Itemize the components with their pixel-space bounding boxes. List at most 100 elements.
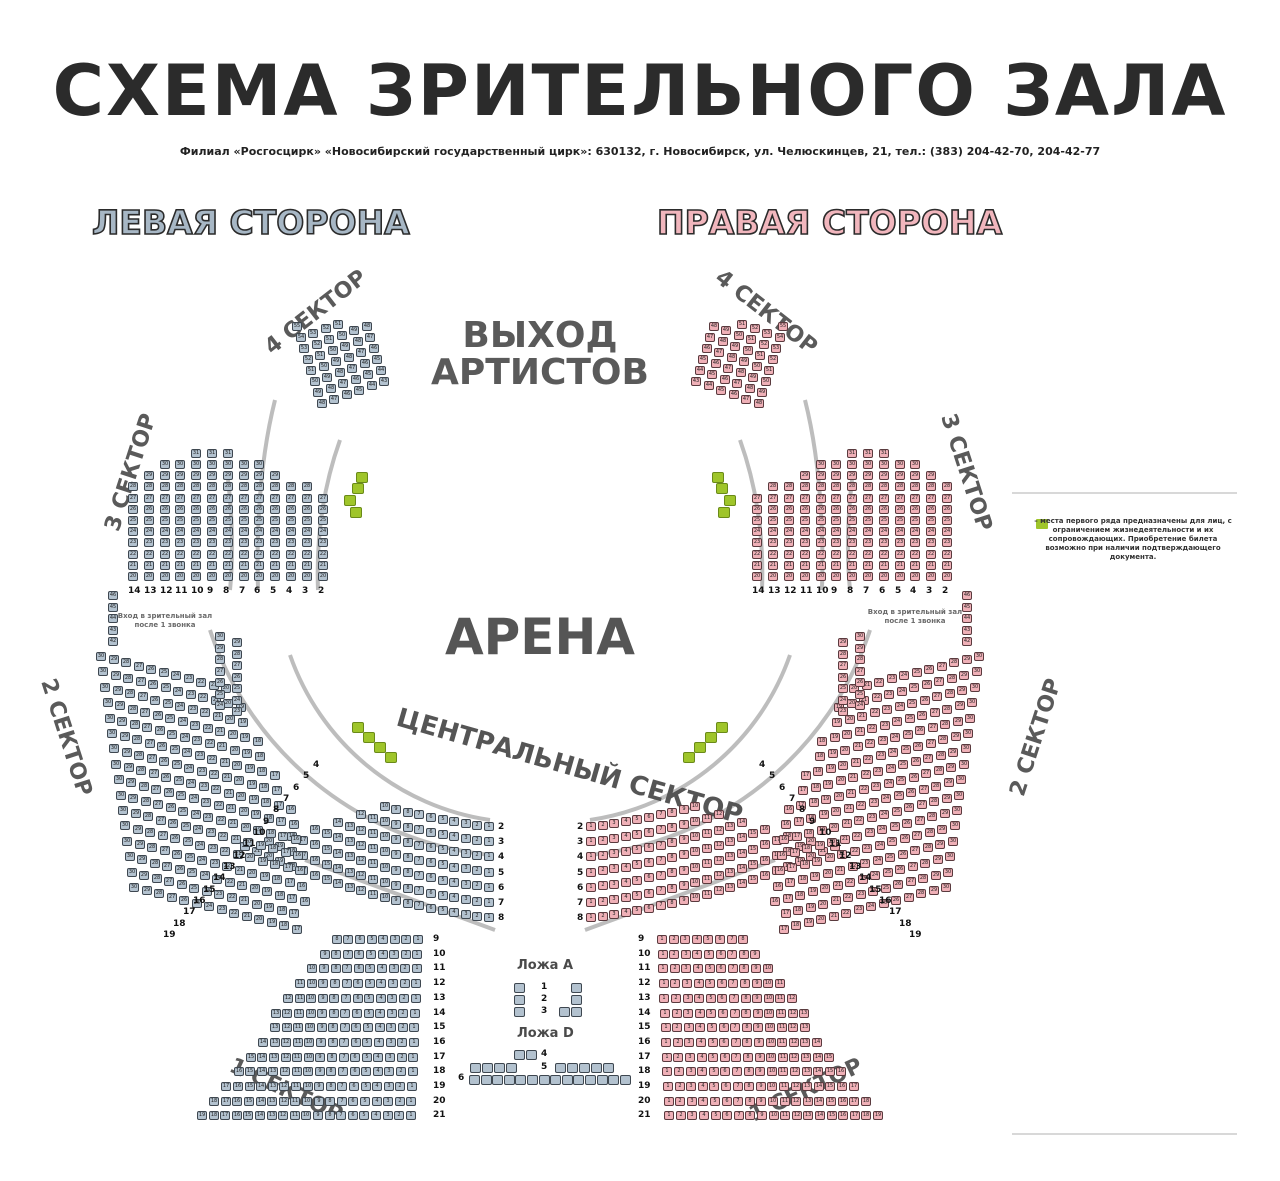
sector1-seat-right[interactable]: 1 <box>662 1067 672 1076</box>
sector1-seat-left[interactable]: 11 <box>292 1067 302 1076</box>
central-seat-right[interactable]: 2 <box>598 821 608 830</box>
sector1-seat-left[interactable]: 1 <box>408 1067 418 1076</box>
sector1-seat-right[interactable]: 14 <box>814 1097 824 1106</box>
sector1-seat-right[interactable]: 7 <box>732 1067 742 1076</box>
sector1-seat-right[interactable]: 7 <box>731 1053 741 1062</box>
central-seat-left[interactable]: 8 <box>403 823 413 832</box>
central-seat-right[interactable]: 3 <box>609 864 619 873</box>
central-seat-right[interactable]: 10 <box>690 802 700 811</box>
central-seat-right[interactable]: 2 <box>598 866 608 875</box>
sector1-seat-right[interactable]: 15 <box>824 1053 834 1062</box>
central-seat-right[interactable]: 3 <box>609 849 619 858</box>
sector1-seat-left[interactable]: 10 <box>306 1009 316 1018</box>
central-seat-left[interactable]: 3 <box>461 834 471 843</box>
central-seat-right[interactable]: 4 <box>621 893 631 902</box>
sector1-seat-right[interactable]: 3 <box>685 1053 695 1062</box>
sector1-seat-right[interactable]: 11 <box>775 994 785 1003</box>
sector1-seat-right[interactable]: 11 <box>777 1038 787 1047</box>
central-seat-right[interactable]: 16 <box>760 825 770 834</box>
sector1-seat-left[interactable]: 12 <box>279 1097 289 1106</box>
central-seat-left[interactable]: 9 <box>391 835 401 844</box>
sector1-seat-right[interactable]: 8 <box>743 1053 753 1062</box>
sector1-seat-right[interactable]: 16 <box>838 1097 848 1106</box>
sector1-seat-right[interactable]: 7 <box>733 1097 743 1106</box>
sector1-seat-right[interactable]: 11 <box>780 1111 790 1120</box>
sector1-seat-left[interactable]: 14 <box>255 1111 265 1120</box>
sector1-seat-right[interactable]: 9 <box>751 964 761 973</box>
sector1-seat-left[interactable]: 14 <box>256 1082 266 1091</box>
sector1-seat-left[interactable]: 4 <box>376 994 386 1003</box>
sector1-seat-left[interactable]: 10 <box>306 994 316 1003</box>
sector1-seat-left[interactable]: 6 <box>353 979 363 988</box>
central-seat-right[interactable]: 11 <box>702 844 712 853</box>
sector1-seat-left[interactable]: 16 <box>232 1111 242 1120</box>
central-seat-right[interactable]: 4 <box>621 832 631 841</box>
central-seat-left[interactable]: 11 <box>368 875 378 884</box>
sector1-seat-left[interactable]: 10 <box>303 1082 313 1091</box>
central-seat-left[interactable]: 12 <box>356 826 366 835</box>
sector1-seat-right[interactable]: 5 <box>710 1097 720 1106</box>
central-seat-right[interactable]: 13 <box>725 868 735 877</box>
central-seat-left[interactable]: 7 <box>414 810 424 819</box>
central-seat-left[interactable]: 15 <box>322 829 332 838</box>
central-seat-right[interactable]: 5 <box>632 891 642 900</box>
sector1-seat-right[interactable]: 5 <box>708 1053 718 1062</box>
sector1-seat-left[interactable]: 13 <box>267 1111 277 1120</box>
sector1-seat-right[interactable]: 9 <box>757 1111 767 1120</box>
sector1-seat-right[interactable]: 6 <box>721 1082 731 1091</box>
sector1-seat-right[interactable]: 6 <box>718 1009 728 1018</box>
sector1-seat-left[interactable]: 7 <box>343 950 353 959</box>
sector1-seat-right[interactable]: 2 <box>669 935 679 944</box>
sector1-seat-right[interactable]: 5 <box>703 935 713 944</box>
sector1-seat-left[interactable]: 3 <box>389 950 399 959</box>
sector1-seat-right[interactable]: 2 <box>674 1067 684 1076</box>
central-seat-right[interactable]: 7 <box>656 810 666 819</box>
sector1-seat-left[interactable]: 10 <box>305 1023 315 1032</box>
central-seat-right[interactable]: 8 <box>667 823 677 832</box>
sector1-seat-left[interactable]: 11 <box>291 1082 301 1091</box>
central-seat-left[interactable]: 7 <box>414 886 424 895</box>
sector1-seat-left[interactable]: 8 <box>327 1053 337 1062</box>
sector1-seat-left[interactable]: 11 <box>290 1111 300 1120</box>
central-seat-left[interactable]: 7 <box>414 825 424 834</box>
sector1-seat-right[interactable]: 15 <box>827 1111 837 1120</box>
sector1-seat-left[interactable]: 5 <box>365 964 375 973</box>
sector1-seat-left[interactable]: 3 <box>386 1038 396 1047</box>
sector1-seat-left[interactable]: 11 <box>293 1038 303 1047</box>
central-seat-right[interactable]: 7 <box>656 841 666 850</box>
sector1-seat-left[interactable]: 5 <box>364 994 374 1003</box>
sector1-seat-left[interactable]: 12 <box>279 1082 289 1091</box>
sector1-seat-right[interactable]: 4 <box>694 979 704 988</box>
sector1-seat-left[interactable]: 13 <box>271 1009 281 1018</box>
central-seat-right[interactable]: 4 <box>621 847 631 856</box>
central-seat-right[interactable]: 1 <box>586 898 596 907</box>
central-seat-right[interactable]: 15 <box>748 860 758 869</box>
central-seat-right[interactable]: 4 <box>621 878 631 887</box>
central-seat-left[interactable]: 1 <box>484 883 494 892</box>
sector1-seat-left[interactable]: 16 <box>232 1097 242 1106</box>
sector1-seat-right[interactable]: 12 <box>789 1038 799 1047</box>
sector1-seat-right[interactable]: 11 <box>779 1082 789 1091</box>
sector1-seat-right[interactable]: 10 <box>766 1053 776 1062</box>
sector1-seat-left[interactable]: 10 <box>303 1067 313 1076</box>
central-seat-left[interactable]: 5 <box>438 830 448 839</box>
sector1-seat-right[interactable]: 11 <box>778 1067 788 1076</box>
sector1-seat-right[interactable]: 2 <box>673 1038 683 1047</box>
central-seat-right[interactable]: 10 <box>690 847 700 856</box>
central-seat-right[interactable]: 2 <box>598 881 608 890</box>
sector1-seat-right[interactable]: 12 <box>790 1067 800 1076</box>
sector1-seat-right[interactable]: 8 <box>745 1097 755 1106</box>
sector1-seat-left[interactable]: 5 <box>359 1111 369 1120</box>
sector1-seat-left[interactable]: 11 <box>293 1023 303 1032</box>
central-seat-left[interactable]: 8 <box>403 884 413 893</box>
sector1-seat-right[interactable]: 8 <box>738 935 748 944</box>
sector1-seat-right[interactable]: 4 <box>699 1111 709 1120</box>
sector1-seat-left[interactable]: 15 <box>243 1111 253 1120</box>
sector1-seat-left[interactable]: 8 <box>330 979 340 988</box>
central-seat-left[interactable]: 4 <box>449 893 459 902</box>
sector1-seat-left[interactable]: 8 <box>326 1082 336 1091</box>
sector1-seat-left[interactable]: 12 <box>282 1009 292 1018</box>
sector1-seat-left[interactable]: 9 <box>318 979 328 988</box>
sector1-seat-right[interactable]: 7 <box>729 994 739 1003</box>
sector1-seat-right[interactable]: 1 <box>660 1009 670 1018</box>
